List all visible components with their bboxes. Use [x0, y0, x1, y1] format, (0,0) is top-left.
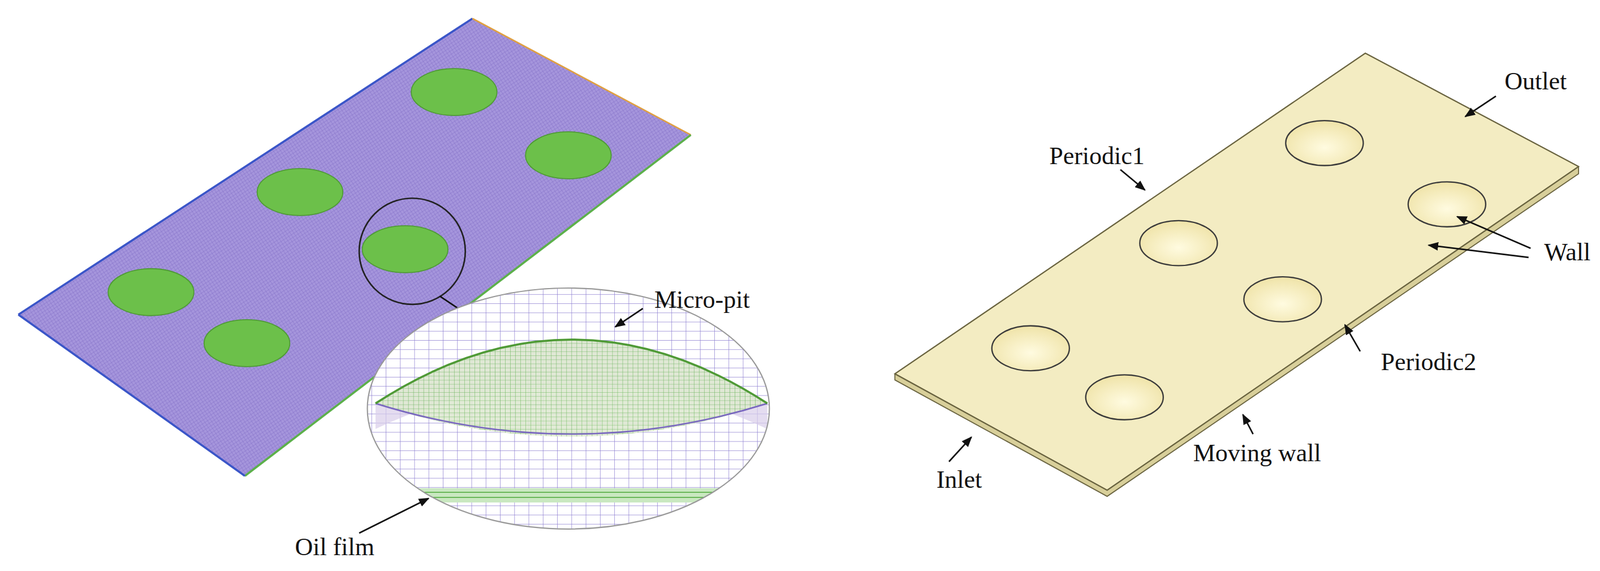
moving-wall-label: Moving wall [1193, 440, 1322, 466]
micro-pit-label: Micro-pit [654, 287, 750, 313]
wall-label: Wall [1544, 239, 1591, 265]
oil-film-label: Oil film [294, 534, 375, 560]
outlet-label: Outlet [1504, 68, 1567, 94]
inlet-label: Inlet [936, 467, 983, 493]
periodic-label: Periodic2 [1381, 349, 1477, 375]
periodic-label: Periodic1 [1049, 143, 1145, 169]
